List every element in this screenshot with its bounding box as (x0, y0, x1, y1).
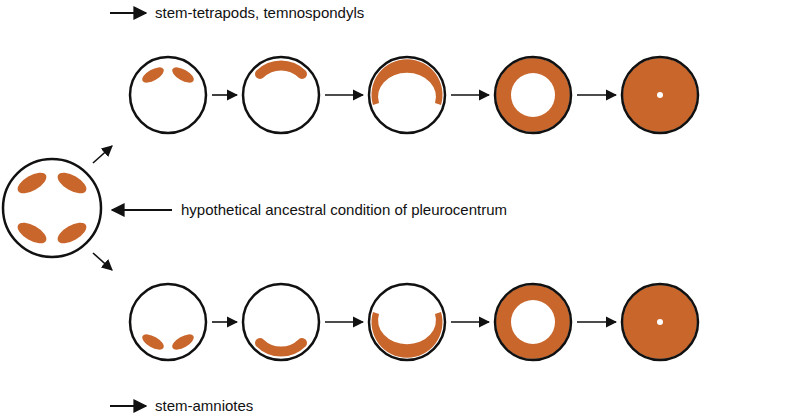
ancestral-centrum (3, 159, 101, 257)
top-row-centra (130, 57, 698, 133)
lineage-label: stem-tetrapods, temnospondyls (155, 4, 364, 22)
annotation-label: hypothetical ancestral condition of pleu… (181, 201, 507, 219)
lineage-label: stem-amniotes (155, 397, 253, 415)
label-arrows (110, 13, 172, 406)
arrows (93, 95, 616, 322)
bottom-row-centra (130, 284, 698, 360)
